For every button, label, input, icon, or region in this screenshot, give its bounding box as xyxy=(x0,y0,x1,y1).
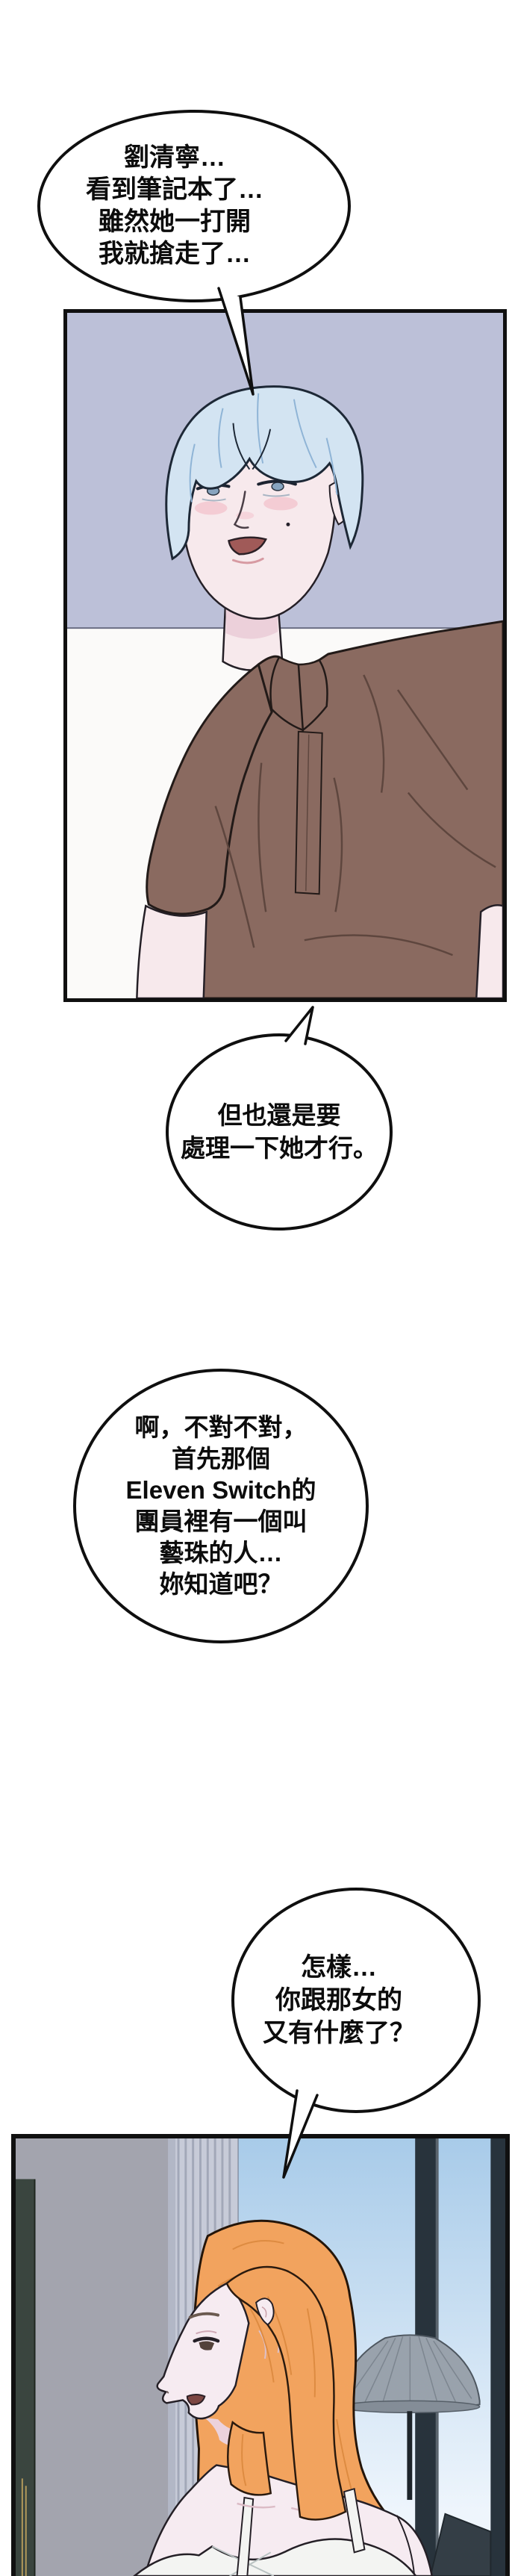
bubble-3-line-6: 妳知道吧？ xyxy=(159,1570,283,1598)
hair-strands xyxy=(189,393,338,503)
bubble-1-line-3: 雖然她一打開 xyxy=(99,208,251,236)
blush xyxy=(194,497,298,520)
shirt-folds xyxy=(214,674,496,956)
panel-2-art xyxy=(16,2138,505,2576)
camisole-strap xyxy=(343,2487,366,2554)
floor-lamp xyxy=(340,2334,481,2501)
speech-bubble-4: 怎樣… 你跟那女的 又有什麼了？ xyxy=(231,1888,481,2113)
dark-drape xyxy=(429,2513,492,2576)
speech-bubble-2: 但也還是要 處理一下她才行。 xyxy=(166,1033,393,1231)
bubble-3-line-3: Eleven Switch的 xyxy=(125,1476,316,1504)
speech-bubble-1: 劉清寧… 看到筆記本了… 雖然她一打開 我就搶走了… xyxy=(37,110,351,302)
bubble-3-line-4: 團員裡有一個叫 xyxy=(134,1508,308,1535)
panel-1-art xyxy=(67,313,503,998)
bubble-1-line-2: 看到筆記本了… xyxy=(86,175,263,204)
speech-bubble-3: 啊，不對不對， 首先那個 Eleven Switch的 團員裡有一個叫 藝珠的人… xyxy=(73,1369,369,1643)
bubble-2-line-2: 處理一下她才行。 xyxy=(181,1134,378,1162)
bubble-4-line-3: 又有什麼了？ xyxy=(263,2019,415,2047)
gray-wall xyxy=(16,2138,174,2576)
man-figure xyxy=(136,385,503,998)
bubble-2-line-1: 但也還是要 xyxy=(217,1101,341,1129)
bubble-1-line-1: 劉清寧… xyxy=(124,143,225,172)
woman-figure xyxy=(133,2219,434,2576)
bubble-3-line-2: 首先那個 xyxy=(172,1445,270,1472)
panel-2 xyxy=(11,2134,510,2576)
bubble-1-line-4: 我就搶走了… xyxy=(99,240,251,268)
window-frame-right xyxy=(490,2138,505,2576)
camisole-strap xyxy=(236,2496,255,2576)
bubble-3-line-5: 藝珠的人… xyxy=(159,1539,283,1567)
bubble-4-line-2: 你跟那女的 xyxy=(275,1986,402,2015)
cabinet xyxy=(16,2179,36,2576)
bubble-4-line-1: 怎樣… xyxy=(301,1953,377,1982)
bubble-3-line-1: 啊，不對不對， xyxy=(134,1413,308,1441)
panel-1 xyxy=(63,309,507,1002)
beauty-mark xyxy=(286,522,290,526)
